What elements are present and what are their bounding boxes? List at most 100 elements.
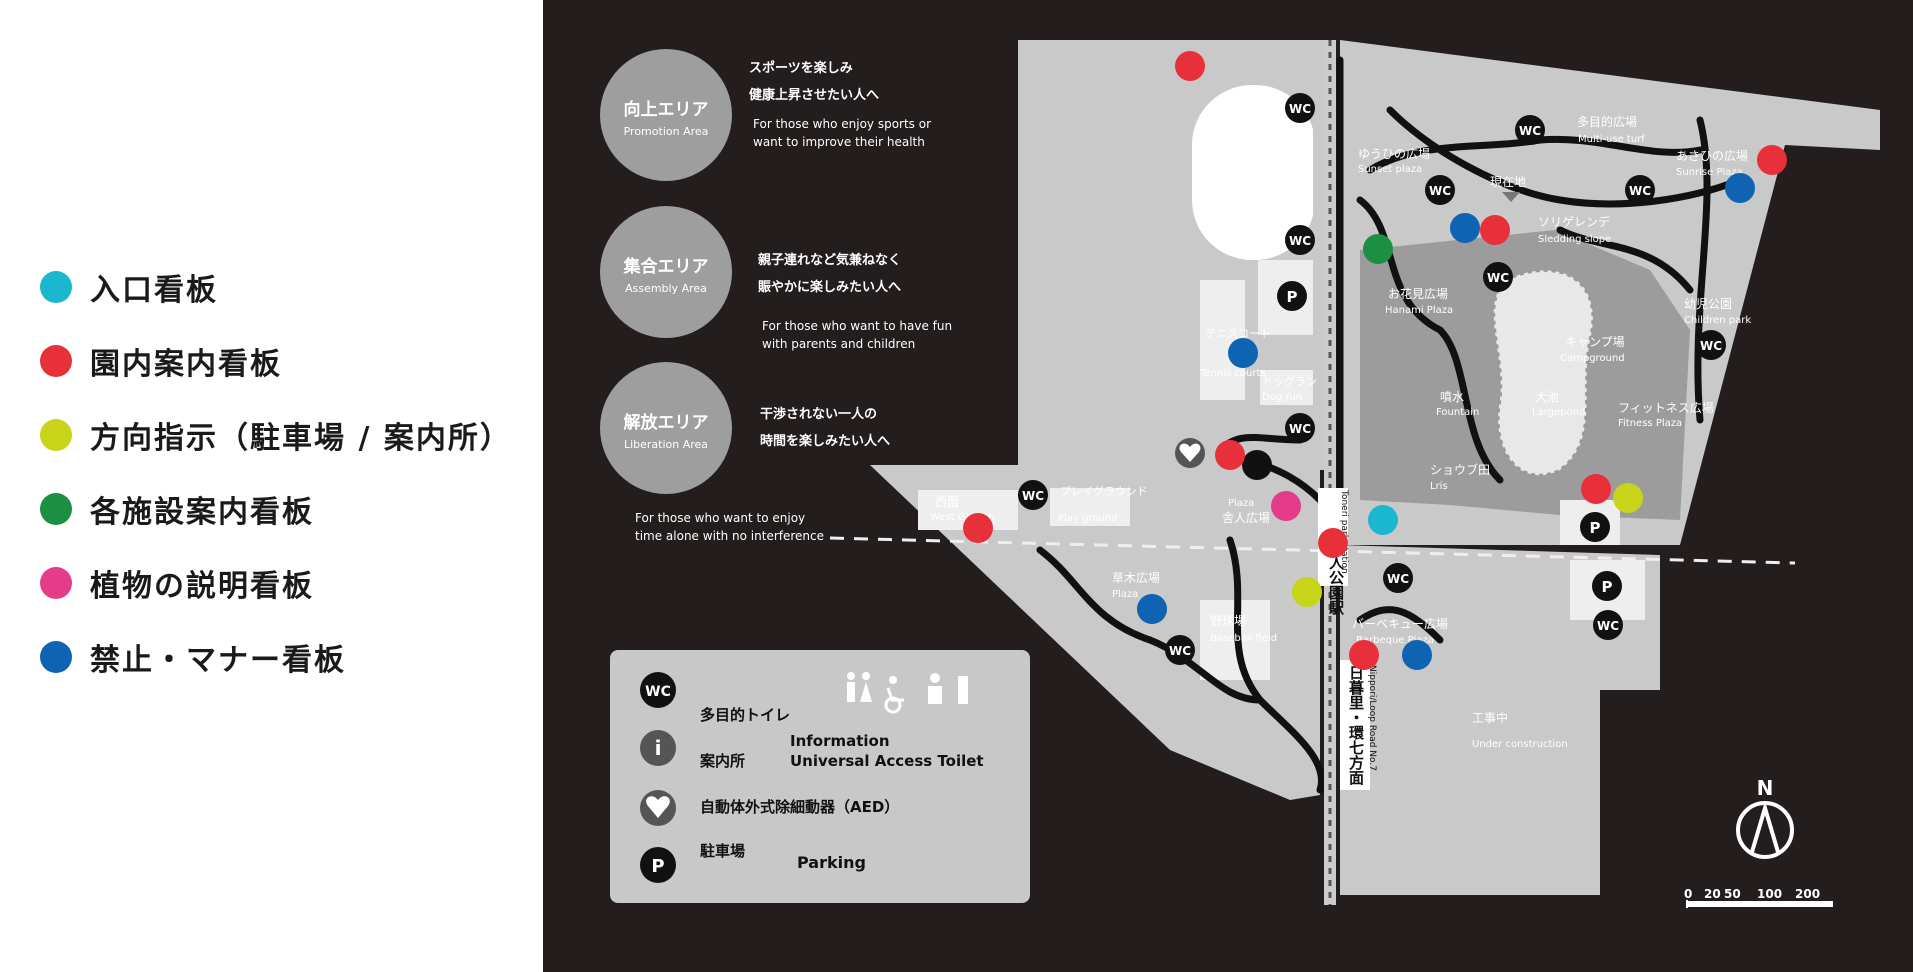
place-label: Fitness Plaza [1618, 418, 1682, 429]
legend-label: 植物の説明看板 [90, 569, 314, 604]
sign-dot [1137, 594, 1167, 624]
sign-dot [1271, 491, 1301, 521]
area-desc-en: For those who want to have fun [762, 319, 952, 333]
legend-info-jp: 案内所 [699, 752, 745, 770]
legend-item: 各施設案内看板 [40, 472, 512, 546]
place-label: 野球場 [1210, 614, 1246, 628]
place-label: Tennis courts [1199, 368, 1266, 379]
place-label: Barbeque Plaza [1356, 635, 1434, 646]
place-label: Multi-use turf [1578, 134, 1645, 145]
wc-marker-text: WC [1289, 102, 1311, 116]
wc-marker-text: WC [1597, 619, 1619, 633]
sign-dot [1725, 173, 1755, 203]
wc-marker [1285, 93, 1315, 123]
place-label: 舎人広場 [1222, 511, 1270, 525]
sign-dot [1349, 640, 1379, 670]
area-name-en: Liberation Area [624, 438, 708, 451]
place-label: 陸上競技場 [1215, 163, 1275, 178]
station-label: 舎人公園駅 [1327, 539, 1345, 616]
area-desc-en: want to improve their health [753, 135, 925, 149]
scale-label: 0 [1684, 887, 1692, 901]
place-label: Under construction [1472, 739, 1568, 750]
info-icon: i [655, 736, 662, 760]
compass-n: N [1757, 776, 1774, 800]
legend-dot [40, 419, 72, 451]
play-ground-box [1050, 488, 1130, 526]
area-desc-en: For those who enjoy sports or [753, 117, 931, 131]
legend-item: 禁止・マナー看板 [40, 620, 512, 694]
aed-heart-icon [646, 796, 670, 818]
here-marker [1502, 192, 1520, 202]
wc-marker [1165, 635, 1195, 665]
area-desc-jp: スポーツを楽しみ [749, 60, 853, 76]
place-label: ドッグラン [1262, 374, 1317, 388]
legend-dot [40, 641, 72, 673]
legend-info-en: Information [790, 732, 890, 750]
wc-marker [1483, 262, 1513, 292]
legend-toilet-jp: 多目的トイレ [700, 706, 790, 724]
sign-dot [963, 513, 993, 543]
legend-dot [40, 493, 72, 525]
place-label: Sunrise Plaza [1676, 167, 1743, 178]
area-desc-en: time alone with no interference [635, 529, 824, 543]
wc-marker-text: WC [1629, 184, 1651, 198]
wc-marker [1285, 413, 1315, 443]
east-west-dashline [829, 536, 1796, 565]
area-name-jp: 解放エリア [624, 412, 709, 433]
sign-dot [1581, 474, 1611, 504]
place-label: 工事中 [1472, 710, 1508, 725]
wc-marker [1515, 115, 1545, 145]
area-name-en: Assembly Area [625, 282, 707, 295]
place-label: 多目的広場 [1577, 114, 1637, 129]
wc-marker-text: WC [1519, 124, 1541, 138]
land-south-west [870, 465, 1320, 800]
place-label: Dog run [1262, 392, 1302, 403]
place-label: プレイグラウンド [1060, 484, 1148, 498]
area-desc-jp: 干渉されない一人の [760, 406, 877, 422]
sign-dot [1215, 440, 1245, 470]
sign-dot [1175, 51, 1205, 81]
legend-label: 禁止・マナー看板 [90, 643, 346, 678]
sign-dot [1318, 528, 1348, 558]
place-label: Children park [1684, 315, 1751, 326]
wc-icon: WC [645, 684, 671, 700]
place-label: あさひの広場 [1676, 149, 1748, 163]
parking-marker [1580, 512, 1610, 542]
area-desc-jp: 親子連れなど気兼ねなく [758, 252, 901, 268]
area-circle [600, 362, 732, 494]
area-desc-jp: 時間を楽しみたい人へ [760, 433, 890, 449]
legend-label: 方向指示（駐車場 / 案内所） [90, 421, 512, 456]
place-label: Lris [1430, 481, 1448, 492]
legend-label: 各施設案内看板 [90, 495, 314, 530]
place-label: Campground [1560, 353, 1625, 364]
place-label: Largepond [1532, 407, 1585, 418]
wc-marker [1696, 330, 1726, 360]
road-label-en: Nippori/Loop Road No.7 [1367, 665, 1377, 771]
place-label: Play ground [1058, 513, 1117, 524]
place-label: Baseball field [1210, 633, 1277, 644]
aed-heart-icon [1179, 443, 1201, 462]
place-label: フィットネス広場 [1618, 401, 1714, 415]
sign-dot [1228, 338, 1258, 368]
map-legend-box: WC i P 多目的トイレ Information 案内所 Universal … [610, 650, 1030, 903]
wc-marker-text: WC [1487, 271, 1509, 285]
athletic-field [1192, 85, 1315, 260]
sign-dot [1368, 505, 1398, 535]
place-label: Sunset plaza [1358, 164, 1422, 175]
sign-legend: 入口看板園内案内看板方向指示（駐車場 / 案内所）各施設案内看板植物の説明看板禁… [40, 250, 512, 694]
place-label: テニスコート [1205, 327, 1271, 340]
area-name-jp: 向上エリア [624, 99, 709, 120]
area-circle [600, 206, 732, 338]
place-label: ショウブ田 [1430, 462, 1490, 477]
wc-marker-text: WC [1022, 489, 1044, 503]
place-label: Hanami Plaza [1385, 305, 1453, 316]
sign-dot [1363, 234, 1393, 264]
place-label: 西園 [935, 495, 959, 509]
place-label: キャンプ場 [1565, 335, 1625, 349]
legend-parking-en: Parking [797, 853, 866, 872]
legend-parking-jp: 駐車場 [700, 842, 745, 860]
wc-marker [1425, 175, 1455, 205]
wc-marker [1383, 563, 1413, 593]
